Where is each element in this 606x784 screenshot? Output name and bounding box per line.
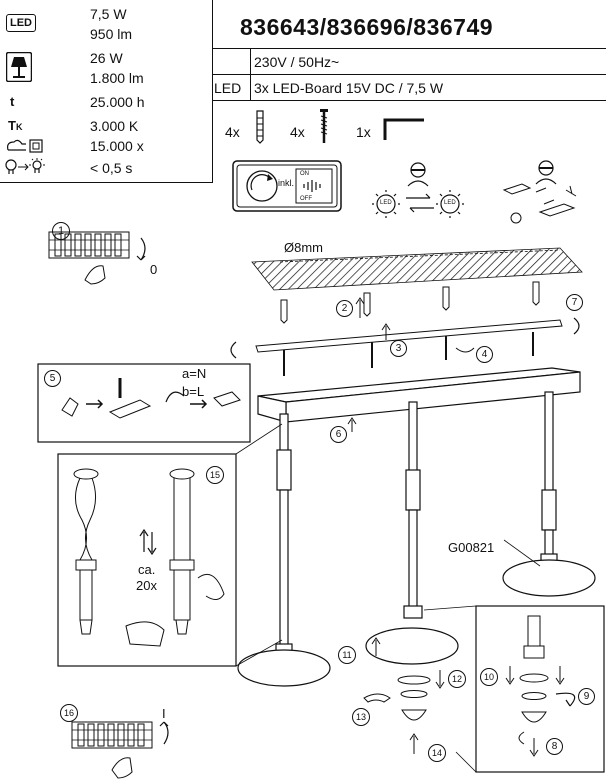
step-4-badge: 4 (476, 346, 493, 363)
lumen-total-value: 1.800 lm (90, 70, 144, 86)
warm-up-value: < 0,5 s (90, 160, 133, 176)
part-code-label: G00821 (448, 540, 495, 555)
step-7-badge: 7 (566, 294, 583, 311)
led-badge-icon: LED (6, 14, 36, 32)
lifetime-label: t (10, 94, 15, 109)
wall-plug-icon (256, 110, 264, 144)
height-adjust-line2: 20x (136, 578, 157, 593)
power-led-value: 7,5 W (90, 6, 127, 22)
spec-block (0, 0, 213, 183)
step-5-badge: 5 (44, 370, 61, 387)
step-8-badge: 8 (546, 738, 563, 755)
step-12-badge: 12 (448, 670, 466, 688)
power-total-value: 26 W (90, 50, 123, 66)
breaker-off-label: 0 (150, 262, 158, 277)
step-14-badge: 14 (428, 744, 446, 762)
screw-icon (320, 109, 328, 143)
dimmer-off-label: OFF (300, 196, 312, 202)
step-3-badge: 3 (390, 340, 407, 357)
step-6-badge: 6 (330, 426, 347, 443)
led-label: LED (214, 80, 242, 96)
ceiling-mount-illustration (37, 247, 605, 779)
drill-diameter-label: Ø8mm (284, 240, 323, 255)
screw-qty: 4x (290, 124, 305, 140)
breaker-off-illustration (48, 231, 146, 285)
step-2-badge: 2 (336, 300, 353, 317)
lifetime-value: 25.000 h (90, 94, 145, 110)
led-board-text: 3x LED-Board 15V DC / 7,5 W (254, 80, 444, 96)
product-numbers-title: 836643/836696/836749 (240, 14, 494, 40)
color-temp-label: TK (8, 118, 23, 133)
step-16-badge: 16 (60, 704, 78, 722)
led-left-label: LED (380, 200, 392, 206)
switch-cycles-icon (7, 139, 43, 153)
dimmer-on-label: ON (300, 171, 309, 177)
wiring-b-label: b=L (182, 384, 205, 399)
step-11-badge: 11 (338, 646, 356, 664)
wall-plug-qty: 4x (225, 124, 240, 140)
info-table (212, 48, 606, 148)
led-swap-icon (372, 162, 464, 218)
wiring-a-label: a=N (182, 366, 207, 381)
step-1-badge: 1 (52, 222, 70, 240)
warm-up-bulb-icon (5, 158, 45, 174)
dimmer-incl-label: inkl. (278, 178, 295, 188)
step-13-badge: 13 (352, 708, 370, 726)
step-15-badge: 15 (206, 466, 224, 484)
step-10-badge: 10 (480, 668, 498, 686)
color-temp-value: 3.000 K (90, 118, 139, 134)
allen-key-icon (383, 118, 424, 140)
height-adjust-line1: ca. (138, 562, 156, 577)
allen-key-qty: 1x (356, 124, 371, 140)
breaker-on-label: I (162, 706, 166, 721)
led-right-label: LED (444, 200, 456, 206)
voltage-text: 230V / 50Hz~ (254, 54, 340, 70)
driver-box-icon (502, 160, 577, 224)
table-lamp-icon (6, 52, 32, 82)
step-9-badge: 9 (578, 688, 595, 705)
lumen-led-value: 950 lm (90, 26, 133, 42)
switch-cycles-value: 15.000 x (90, 138, 144, 154)
dimmer-icon (232, 160, 342, 212)
